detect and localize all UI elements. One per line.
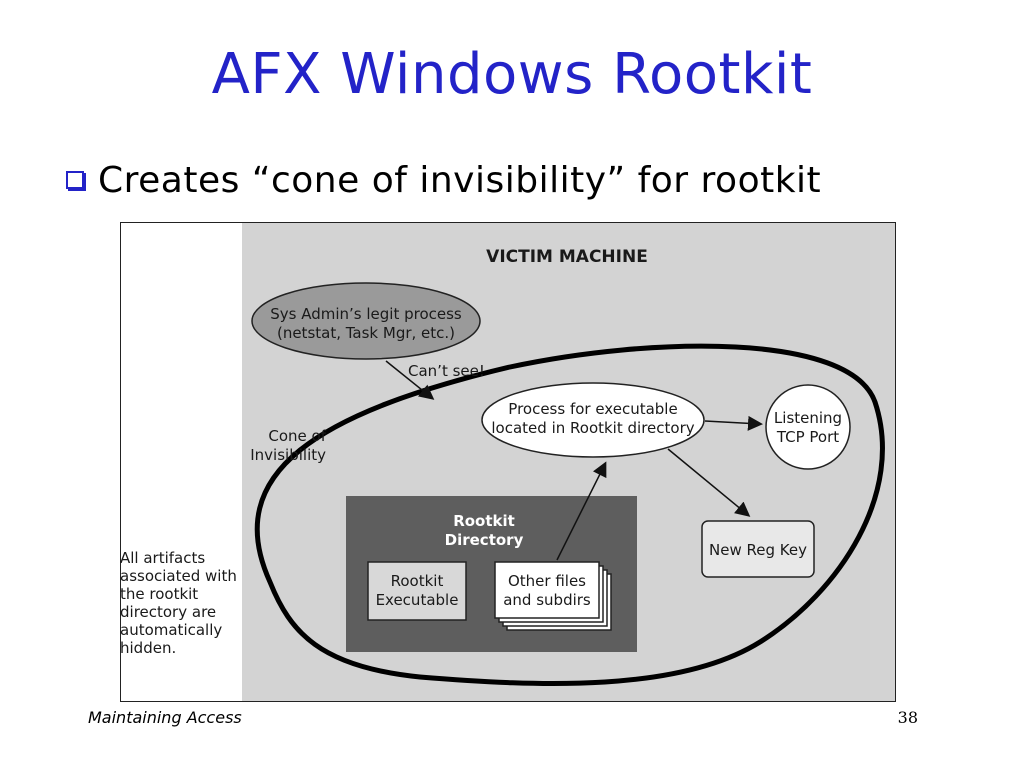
- side-note-line-5: automatically: [120, 621, 222, 639]
- rootkit-directory-label-2: Directory: [445, 531, 524, 549]
- footer-section-title: Maintaining Access: [88, 708, 242, 727]
- tcp-port-node: Listening TCP Port: [765, 384, 851, 470]
- cant-see-arrow: [385, 360, 435, 400]
- rootkit-directory-label-1: Rootkit: [453, 512, 515, 530]
- sysadmin-process-label-1: Sys Admin’s legit process: [270, 305, 462, 323]
- other-files-label-2: and subdirs: [503, 591, 591, 609]
- files-to-process-arrow: [556, 461, 607, 561]
- bullet-item: Creates “cone of invisibility” for rootk…: [66, 150, 821, 210]
- side-note-line-6: hidden.: [120, 639, 176, 657]
- rootkit-executable-label-1: Rootkit: [391, 572, 444, 590]
- slide-title: AFX Windows Rootkit: [211, 42, 813, 107]
- cone-label-2: Invisibility: [250, 446, 326, 464]
- tcp-port-label-2: TCP Port: [776, 428, 839, 446]
- side-note: All artifacts associated with the rootki…: [120, 549, 237, 657]
- rootkit-executable-node: Rootkit Executable: [367, 561, 467, 621]
- other-files-label-1: Other files: [508, 572, 586, 590]
- cone-of-invisibility-outline: [254, 343, 885, 687]
- bullet-text: Creates “cone of invisibility” for rootk…: [98, 159, 822, 201]
- cant-see-label: Can’t see!: [408, 362, 485, 380]
- tcp-port-label-1: Listening: [774, 409, 842, 427]
- page-number: 38: [897, 708, 918, 727]
- process-to-regkey-arrow: [667, 448, 751, 517]
- side-note-line-1: All artifacts: [120, 549, 205, 567]
- victim-machine-title: VICTIM MACHINE: [486, 247, 648, 267]
- process-label-2: located in Rootkit directory: [491, 419, 694, 437]
- process-to-port-arrow: [704, 415, 763, 431]
- other-files-node: Other files and subdirs: [494, 561, 612, 631]
- process-label-1: Process for executable: [508, 400, 677, 418]
- sysadmin-process-label-2: (netstat, Task Mgr, etc.): [277, 324, 455, 342]
- sysadmin-process-node: Sys Admin’s legit process (netstat, Task…: [251, 282, 481, 360]
- process-node: Process for executable located in Rootki…: [481, 382, 705, 458]
- square-bullet-icon: [66, 171, 84, 189]
- cone-label-1: Cone of: [268, 427, 326, 445]
- rootkit-diagram: VICTIM MACHINE Sys Admin’s legit process…: [120, 222, 896, 702]
- rootkit-executable-label-2: Executable: [376, 591, 459, 609]
- side-note-line-3: the rootkit: [120, 585, 198, 603]
- reg-key-node: New Reg Key: [701, 520, 815, 578]
- side-note-line-2: associated with: [120, 567, 237, 585]
- side-note-line-4: directory are: [120, 603, 216, 621]
- reg-key-label: New Reg Key: [709, 541, 807, 559]
